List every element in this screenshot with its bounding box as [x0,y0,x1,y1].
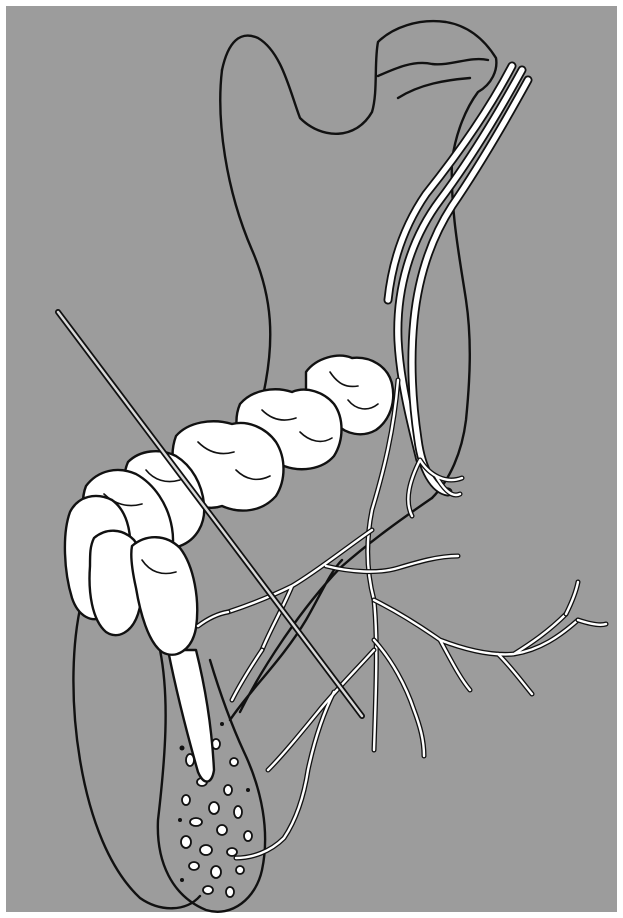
anatomy-illustration [0,0,623,918]
